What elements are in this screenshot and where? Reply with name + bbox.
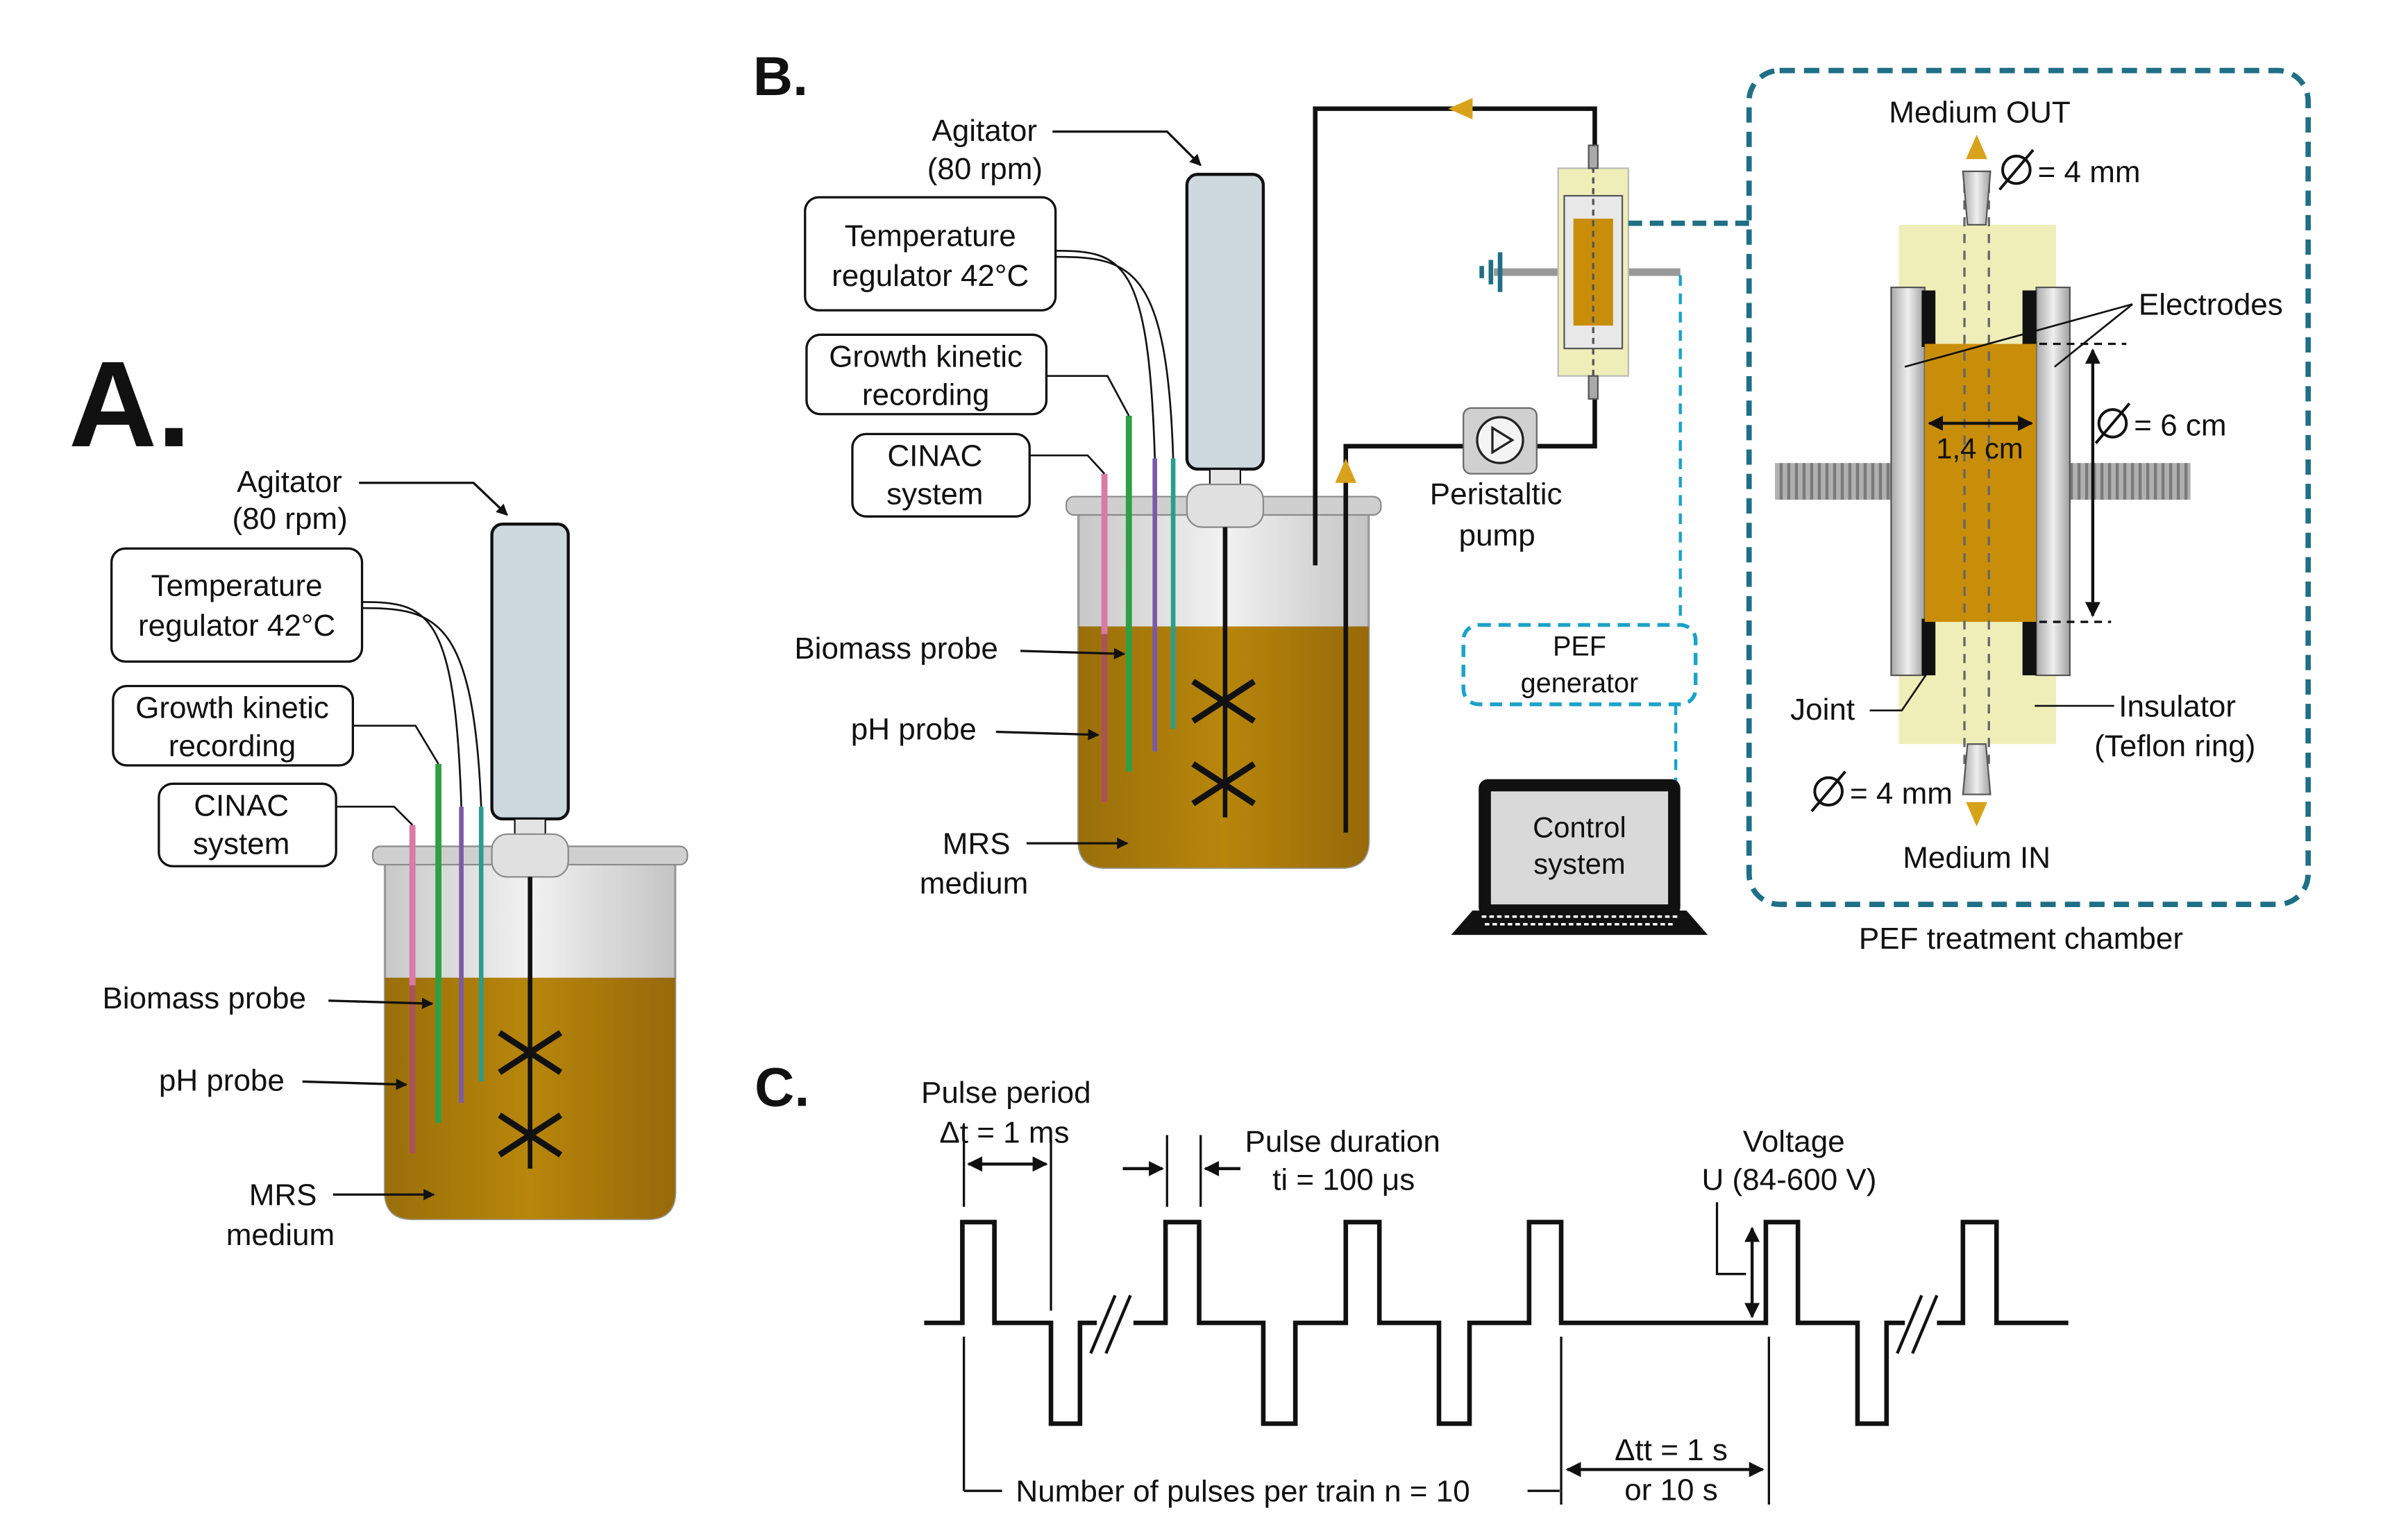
flow-arrow-out	[1448, 98, 1473, 120]
insulator-line2: (Teflon ring)	[2094, 729, 2255, 763]
tubing-b	[1313, 98, 1597, 833]
treatment-chamber-detail: Medium OUT Medium IN = 4 mm = 4 mm = 6 c…	[1746, 67, 2312, 956]
medium-out-arrow	[1966, 135, 1988, 160]
temperature-line2-b: regulator 42°C	[832, 259, 1029, 293]
gap-label: 1,4 cm	[1936, 432, 2023, 465]
panel-c: C. Pulse period Δt = 1 ms Pulse duration…	[755, 1056, 2069, 1509]
pef-line1: PEF	[1553, 631, 1606, 661]
control-line1: Control	[1533, 811, 1626, 843]
agitator-speed-b: (80 rpm)	[927, 152, 1043, 186]
growth-line1-a: Growth kinetic	[135, 691, 329, 725]
agitator-label-b: Agitator	[932, 114, 1037, 148]
medium-out-label: Medium OUT	[1889, 95, 2071, 129]
ph-label-a: pH probe	[159, 1064, 285, 1098]
duration-line1: Pulse duration	[1245, 1125, 1440, 1159]
diameter-out-label: = 4 mm	[2038, 155, 2141, 189]
panel-a-label: A.	[69, 337, 191, 473]
ph-label-b: pH probe	[851, 712, 977, 746]
chamber-caption: PEF treatment chamber	[1859, 922, 2183, 956]
growth-box-b	[805, 333, 1048, 416]
cinac-line2-b: system	[886, 477, 983, 511]
mrs-line2-a: medium	[226, 1218, 335, 1252]
agitator-a	[490, 522, 570, 1169]
cinac-line1-a: CINAC	[194, 789, 289, 823]
joint-label: Joint	[1790, 693, 1855, 727]
peristaltic-line1: Peristaltic	[1430, 477, 1563, 511]
growth-line1-b: Growth kinetic	[829, 340, 1022, 374]
temperature-line1-a: Temperature	[151, 569, 323, 603]
agitator-b	[1185, 173, 1265, 818]
diameter-chamber-symbol	[2094, 403, 2131, 444]
period-line1: Pulse period	[921, 1076, 1091, 1110]
probes-b	[1101, 415, 1176, 802]
insulator-line1: Insulator	[2119, 689, 2236, 723]
cinac-box-a	[158, 782, 337, 868]
voltage-line1: Voltage	[1743, 1125, 1845, 1159]
laptop-control	[1451, 779, 1708, 936]
duration-line2: ti = 100 μs	[1272, 1163, 1415, 1197]
pef-generator-box	[1461, 623, 1698, 706]
mini-chamber	[1479, 144, 1681, 400]
temperature-box-b	[804, 196, 1057, 312]
treatment-zone	[1924, 344, 2037, 623]
medium-in-label: Medium IN	[1903, 840, 2051, 874]
train-gap-line1: Δtt = 1 s	[1615, 1433, 1728, 1467]
cinac-line2-a: system	[193, 827, 289, 861]
flow-arrow-in	[1335, 458, 1357, 483]
panel-b-label: B.	[753, 45, 808, 107]
panel-b: B. Agitator (80 r	[753, 45, 1754, 936]
diameter-chamber-label: = 6 cm	[2134, 409, 2226, 443]
temperature-line1-b: Temperature	[845, 219, 1016, 253]
pulse-waveform	[924, 1219, 2069, 1426]
biomass-label-a: Biomass probe	[102, 981, 305, 1015]
period-line2: Δt = 1 ms	[939, 1115, 1069, 1149]
voltage-line2: U (84-600 V)	[1702, 1163, 1877, 1197]
cinac-line1-b: CINAC	[887, 439, 982, 473]
temperature-line2-a: regulator 42°C	[138, 609, 335, 643]
train-gap-line2: or 10 s	[1624, 1473, 1718, 1507]
mrs-line2-b: medium	[920, 867, 1029, 901]
temperature-box-a	[110, 547, 364, 663]
agitator-speed-a: (80 rpm)	[232, 502, 347, 536]
medium-in-arrow	[1966, 802, 1988, 827]
pef-line2: generator	[1521, 668, 1639, 698]
mrs-line1-a: MRS	[249, 1178, 317, 1212]
peristaltic-pump	[1463, 407, 1538, 475]
panel-a: A. Agitator (80 rpm) Temperature regulat…	[69, 337, 689, 1252]
panel-c-label: C.	[755, 1056, 809, 1118]
biomass-label-b: Biomass probe	[794, 632, 997, 666]
pulses-per-train-label: Number of pulses per train n = 10	[1016, 1475, 1470, 1509]
mrs-line1-b: MRS	[943, 827, 1011, 861]
diameter-in-label: = 4 mm	[1850, 777, 1953, 811]
growth-line2-a: recording	[169, 729, 296, 763]
growth-line2-b: recording	[862, 378, 989, 412]
electrodes-label: Electrodes	[2139, 288, 2283, 322]
agitator-label-a: Agitator	[237, 465, 342, 499]
control-line2: system	[1533, 847, 1625, 880]
diameter-out-symbol	[1998, 149, 2035, 191]
peristaltic-line2: pump	[1459, 518, 1535, 552]
cinac-box-b	[851, 432, 1031, 518]
diameter-in-symbol	[1810, 770, 1846, 813]
probes-a	[409, 763, 484, 1153]
